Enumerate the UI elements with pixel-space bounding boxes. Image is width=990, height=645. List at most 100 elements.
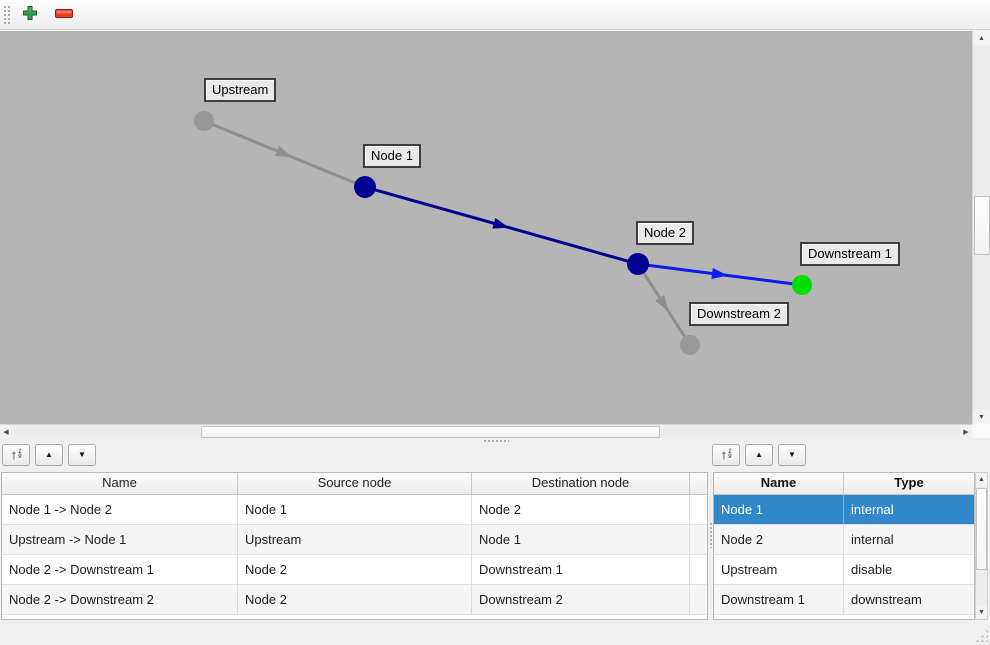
- column-header-filler: [690, 473, 705, 494]
- graph-edge-node-2-to-downstream-1[interactable]: [637, 262, 803, 287]
- move-node-down-button[interactable]: ▼: [778, 444, 806, 466]
- up-arrow-icon: ▲: [755, 450, 763, 459]
- move-link-up-button[interactable]: ▲: [35, 444, 63, 466]
- edge-arrow-icon: [275, 145, 292, 158]
- graph-node-node-1[interactable]: [354, 176, 376, 198]
- toolbar-drag-handle[interactable]: [3, 4, 10, 25]
- table-cell: Upstream: [238, 525, 472, 554]
- table-cell: Downstream 1: [472, 555, 690, 584]
- column-header-type[interactable]: Type: [894, 475, 924, 490]
- table-cell: Node 1: [238, 495, 472, 524]
- table-cell: Upstream: [714, 555, 844, 584]
- table-splitter[interactable]: [708, 472, 713, 620]
- table-cell: internal: [851, 502, 894, 517]
- column-header-destination-node[interactable]: Destination node: [472, 473, 690, 494]
- node-label-upstream[interactable]: Upstream: [204, 78, 277, 102]
- table-cell-filler: [690, 555, 705, 584]
- main-toolbar: [0, 0, 990, 30]
- edge-arrow-icon: [711, 268, 728, 279]
- table-cell: Node 1: [714, 495, 844, 524]
- down-arrow-icon: ▼: [78, 450, 86, 459]
- graph-edge-node-2-to-downstream-2[interactable]: [636, 263, 692, 346]
- table-cell: Node 2 -> Downstream 1: [2, 555, 238, 584]
- table-header-row: Name Type: [714, 473, 974, 495]
- table-cell-filler: [690, 495, 705, 524]
- minus-icon: [55, 7, 73, 22]
- canvas-horizontal-scrollbar[interactable]: ◀ ▶: [0, 424, 972, 438]
- plus-icon: [22, 5, 38, 24]
- table-cell: Node 1: [472, 525, 690, 554]
- scroll-down-button[interactable]: ▼: [976, 606, 987, 619]
- table-row[interactable]: Node 2 internal: [714, 525, 974, 555]
- table-row[interactable]: Upstream disable: [714, 555, 974, 585]
- horizontal-scroll-thumb[interactable]: [201, 426, 660, 438]
- scroll-left-icon: ◀: [3, 428, 9, 436]
- column-header-name[interactable]: Name: [2, 473, 238, 494]
- up-arrow-icon: ▲: [45, 450, 53, 459]
- vertical-scroll-thumb[interactable]: [974, 196, 990, 255]
- table-cell: Upstream -> Node 1: [2, 525, 238, 554]
- pane-splitter[interactable]: [0, 438, 990, 444]
- splitter-handle-icon: [483, 439, 509, 443]
- column-header-name[interactable]: Name: [714, 473, 844, 494]
- graph-edge-node-1-to-node-2[interactable]: [364, 185, 639, 266]
- graph-edge-upstream-to-node-1[interactable]: [203, 119, 366, 189]
- move-link-down-button[interactable]: ▼: [68, 444, 96, 466]
- table-cell: Node 2: [714, 525, 844, 554]
- table-cell-filler: [690, 525, 705, 554]
- column-header-source-node[interactable]: Source node: [238, 473, 472, 494]
- node-table-scrollbar[interactable]: ▲ ▼: [975, 472, 988, 620]
- node-label-node-1[interactable]: Node 1: [363, 144, 421, 168]
- splitter-handle-icon: [709, 522, 713, 548]
- scroll-right-icon: ▶: [963, 428, 969, 436]
- vertical-scroll-thumb[interactable]: [976, 488, 987, 570]
- scroll-down-icon: ▼: [978, 413, 985, 421]
- node-label-downstream-2[interactable]: Downstream 2: [689, 302, 789, 326]
- table-cell: Node 2: [472, 495, 690, 524]
- table-row[interactable]: Node 1 internal: [714, 495, 974, 525]
- graph-node-downstream-2[interactable]: [680, 335, 700, 355]
- table-cell: internal: [851, 532, 894, 547]
- scroll-up-button[interactable]: ▲: [973, 31, 990, 45]
- scroll-left-button[interactable]: ◀: [0, 425, 12, 438]
- table-cell: Node 1 -> Node 2: [2, 495, 238, 524]
- table-cell: Node 2: [238, 585, 472, 614]
- scroll-down-button[interactable]: ▼: [973, 410, 990, 424]
- table-cell: Node 2 -> Downstream 2: [2, 585, 238, 614]
- scroll-right-button[interactable]: ▶: [960, 425, 972, 438]
- graph-node-node-2[interactable]: [627, 253, 649, 275]
- canvas-vertical-scrollbar[interactable]: ▲ ▼: [972, 31, 990, 424]
- scroll-up-icon: ▲: [978, 476, 985, 483]
- remove-node-button[interactable]: [51, 2, 77, 28]
- graph-node-upstream[interactable]: [194, 111, 214, 131]
- node-label-downstream-1[interactable]: Downstream 1: [800, 242, 900, 266]
- window-resize-grip[interactable]: [974, 628, 988, 642]
- node-label-node-2[interactable]: Node 2: [636, 221, 694, 245]
- add-node-button[interactable]: [17, 2, 43, 28]
- edge-arrow-icon: [655, 294, 669, 312]
- graph-node-downstream-1[interactable]: [792, 275, 812, 295]
- table-cell: disable: [851, 562, 893, 577]
- scroll-up-button[interactable]: ▲: [976, 473, 987, 486]
- table-cell: Node 2: [238, 555, 472, 584]
- down-arrow-icon: ▼: [788, 450, 796, 459]
- table-cell: Downstream 1: [714, 585, 844, 614]
- move-node-up-button[interactable]: ▲: [745, 444, 773, 466]
- table-cell: Downstream 2: [472, 585, 690, 614]
- edge-arrow-icon: [492, 218, 510, 229]
- scrollbar-corner: [972, 424, 990, 438]
